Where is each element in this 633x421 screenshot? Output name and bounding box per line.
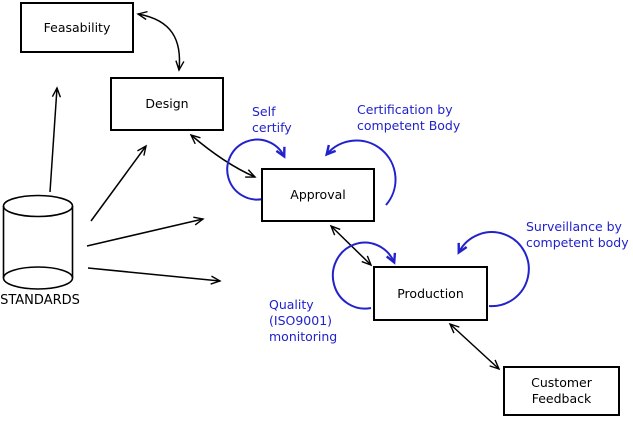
annotation-self-certify-line1: Self xyxy=(252,104,276,119)
node-customer-feedback: Customer Feedback xyxy=(503,366,620,416)
node-production-label: Production xyxy=(397,285,464,301)
annotation-self-certify-line2: certify xyxy=(252,120,292,135)
node-design: Design xyxy=(110,77,224,131)
annotation-quality-line3: monitoring xyxy=(269,329,338,344)
quality-monitoring-loop xyxy=(331,241,397,310)
node-feasability: Feasability xyxy=(20,2,134,53)
annotation-quality-line2: (ISO9001) xyxy=(269,313,333,328)
annotation-self-certify: Self certify xyxy=(252,104,292,136)
node-feasability-label: Feasability xyxy=(43,19,111,35)
arrow-standards-design xyxy=(90,144,148,222)
node-production: Production xyxy=(373,266,488,321)
annotation-quality-line1: Quality xyxy=(269,297,314,312)
certification-loop xyxy=(324,139,397,206)
annotation-certification-line1: Certification by xyxy=(357,102,453,117)
annotation-surveillance: Surveillance by competent body xyxy=(526,219,629,251)
node-design-label: Design xyxy=(145,96,189,111)
annotation-quality-monitoring: Quality (ISO9001) monitoring xyxy=(269,297,337,345)
node-approval: Approval xyxy=(261,168,375,222)
arrow-standards-approval xyxy=(86,216,205,247)
annotation-surveillance-line1: Surveillance by xyxy=(526,219,622,234)
arrow-feasability-design xyxy=(136,10,185,72)
annotation-certification: Certification by competent Body xyxy=(357,102,460,134)
annotation-certification-line2: competent Body xyxy=(357,118,461,133)
arrow-standards-production xyxy=(87,267,222,285)
node-approval-label: Approval xyxy=(290,187,346,202)
arrow-production-customer-feedback xyxy=(448,322,501,371)
standards-label: STANDARDS xyxy=(0,293,80,308)
standards-cylinder xyxy=(2,194,74,290)
annotation-surveillance-line2: competent body xyxy=(526,235,629,250)
arrow-design-approval xyxy=(189,133,257,178)
node-customer-feedback-label-line2: Feedback xyxy=(531,391,592,406)
self-certify-loop xyxy=(226,138,286,201)
arrow-standards-feasability xyxy=(49,86,62,193)
node-customer-feedback-label-line1: Customer xyxy=(531,375,592,390)
surveillance-loop xyxy=(457,231,530,308)
